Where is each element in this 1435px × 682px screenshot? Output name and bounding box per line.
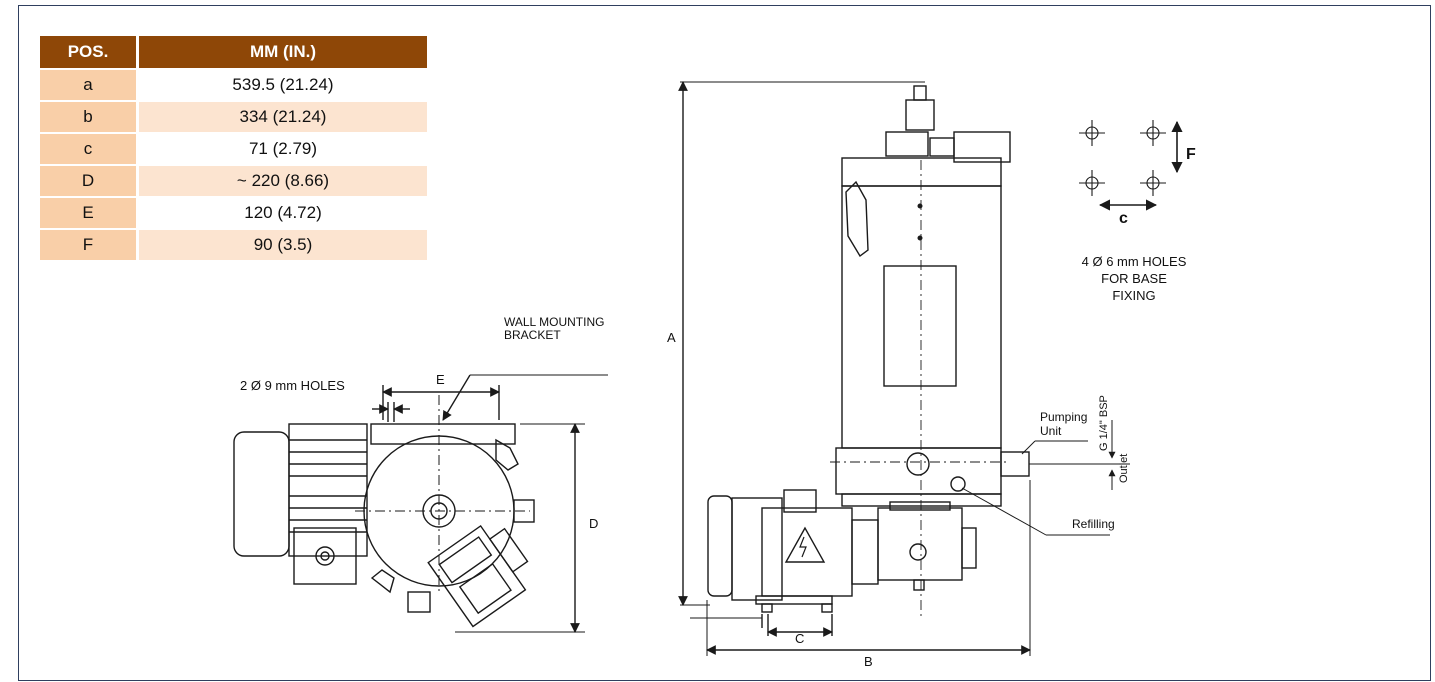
dim-e-label: E	[436, 372, 445, 387]
cell-mm: 120 (4.72)	[139, 198, 427, 228]
dim-a-label: A	[667, 330, 676, 345]
fixing-hole-symbol	[1140, 170, 1166, 196]
cell-pos: D	[40, 166, 139, 196]
bracket-label-line1: WALL MOUNTING	[504, 315, 605, 329]
holes-label: 2 Ø 9 mm HOLES	[240, 378, 345, 393]
dim-f-label: F	[1186, 146, 1196, 163]
header-mm: MM (IN.)	[139, 36, 427, 68]
base-fixing-pattern	[1079, 120, 1183, 211]
header-pos: POS.	[40, 36, 139, 68]
dim-d-label: D	[589, 516, 599, 531]
dim-c-label: C	[795, 631, 805, 646]
cell-mm: ~ 220 (8.66)	[139, 166, 427, 196]
cell-mm: 71 (2.79)	[139, 134, 427, 164]
base-fixing-line2: FOR BASE	[1101, 271, 1167, 286]
base-fixing-line1: 4 Ø 6 mm HOLES	[1081, 254, 1187, 269]
table-header-row: POS. MM (IN.)	[40, 36, 427, 68]
base-fixing-line3: FIXING	[1112, 288, 1156, 303]
bracket-label: WALL MOUNTING BRACKET	[504, 316, 604, 342]
cell-pos: c	[40, 134, 139, 164]
cell-pos: E	[40, 198, 139, 228]
fixing-hole-symbol	[1079, 170, 1105, 196]
table-row: F 90 (3.5)	[40, 230, 427, 260]
dimensions-table: POS. MM (IN.) a 539.5 (21.24) b 334 (21.…	[40, 34, 427, 262]
table-row: E 120 (4.72)	[40, 198, 427, 228]
dim-b-label: B	[864, 654, 873, 669]
cell-mm: 539.5 (21.24)	[139, 70, 427, 100]
table-row: b 334 (21.24)	[40, 102, 427, 132]
cell-pos: F	[40, 230, 139, 260]
dim-c-small-label: c	[1119, 210, 1128, 227]
bracket-label-line2: BRACKET	[504, 328, 561, 342]
pumping-unit-label: Pumping Unit	[1040, 410, 1087, 438]
cell-mm: 90 (3.5)	[139, 230, 427, 260]
fixing-hole-symbol	[1140, 120, 1166, 146]
front-view-drawing	[678, 81, 1130, 656]
outlet-label: Outlet	[1118, 453, 1130, 483]
fixing-hole-symbol	[1079, 120, 1105, 146]
base-fixing-label: 4 Ø 6 mm HOLES FOR BASE FIXING	[1060, 253, 1208, 304]
cell-pos: a	[40, 70, 139, 100]
thread-label: G 1/4" BSP	[1098, 395, 1110, 451]
pumping-line1: Pumping	[1040, 410, 1088, 424]
pumping-line2: Unit	[1040, 424, 1062, 438]
refilling-label: Refilling	[1072, 517, 1115, 531]
cell-pos: b	[40, 102, 139, 132]
table-row: a 539.5 (21.24)	[40, 70, 427, 100]
table-row: D ~ 220 (8.66)	[40, 166, 427, 196]
cell-mm: 334 (21.24)	[139, 102, 427, 132]
table-row: c 71 (2.79)	[40, 134, 427, 164]
side-view-drawing	[233, 374, 608, 633]
